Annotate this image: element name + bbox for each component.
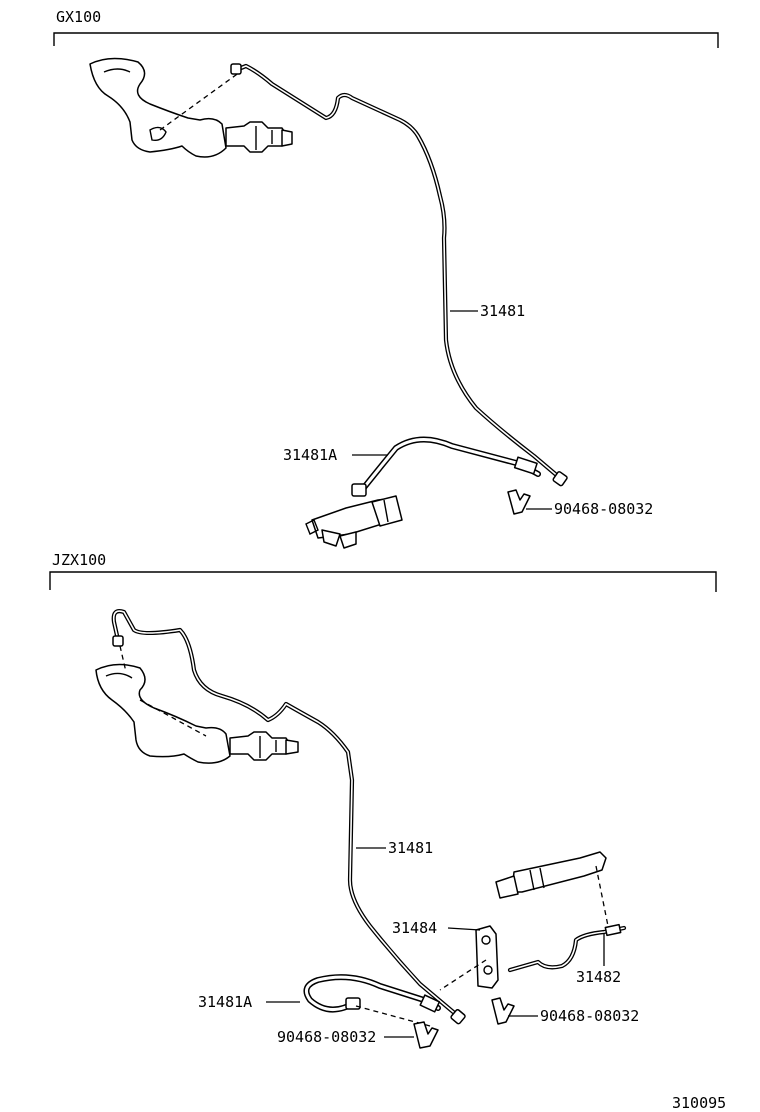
section-bracket-jzx100 <box>49 571 717 592</box>
release-cylinder-jzx <box>495 851 607 899</box>
label-31481A: 31481A <box>283 446 337 464</box>
label-31481A-jzx: 31481A <box>198 993 252 1011</box>
flex-hose-31481A <box>351 436 541 497</box>
label-90468-08032: 90468-08032 <box>554 500 653 518</box>
connection-dashline <box>159 71 241 131</box>
label-clip-right: 90468-08032 <box>540 1007 639 1025</box>
label-31484: 31484 <box>392 919 437 937</box>
label-clip-left: 90468-08032 <box>277 1028 376 1046</box>
leader-31484 <box>447 927 481 931</box>
section-gx100: GX100 <box>53 8 719 549</box>
brake-tube-31481-jzx <box>111 609 466 1025</box>
section-title-jzx100: JZX100 <box>52 551 106 569</box>
section-title-gx100: GX100 <box>56 8 101 26</box>
brake-tube-31481 <box>230 63 568 487</box>
section-jzx100: JZX100 <box>49 551 717 1049</box>
label-31482: 31482 <box>576 968 621 986</box>
release-cylinder <box>305 495 403 549</box>
figure-code: 310095 <box>672 1094 726 1112</box>
clip-90468-08032 <box>507 489 531 515</box>
master-cylinder-jzx <box>95 663 299 764</box>
flex-hose-31481A-jzx <box>303 974 441 1013</box>
section-bracket-gx100 <box>53 32 719 48</box>
connection-dashline-mid <box>139 699 207 737</box>
bracket-dashline <box>439 959 487 991</box>
label-31481-jzx: 31481 <box>388 839 433 857</box>
bracket-31484 <box>475 925 499 989</box>
master-cylinder <box>89 57 293 158</box>
brake-tube-31482 <box>507 923 627 973</box>
clip-right <box>491 997 515 1025</box>
connection-dashline-top <box>119 645 127 673</box>
clip-left <box>413 1021 439 1049</box>
cylinder-dashline <box>595 865 609 927</box>
label-31481: 31481 <box>480 302 525 320</box>
